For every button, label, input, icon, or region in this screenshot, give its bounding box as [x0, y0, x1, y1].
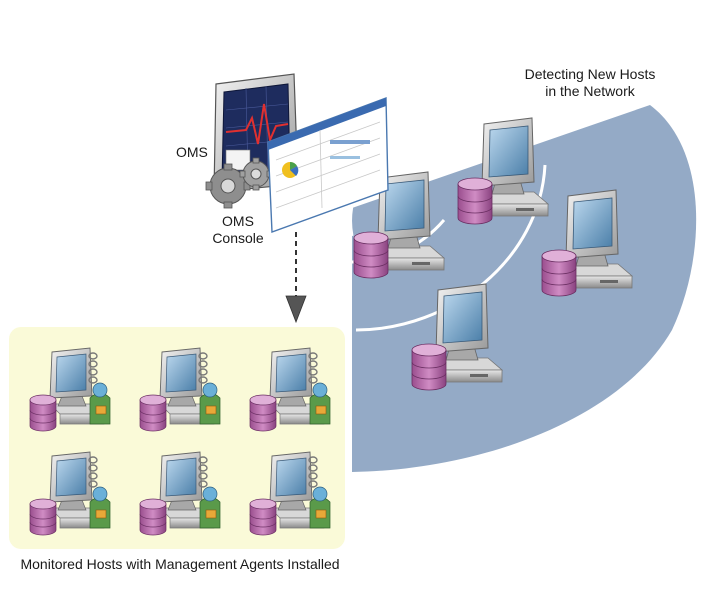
- oms-console-window: [267, 96, 389, 233]
- oms-label: OMS: [176, 144, 208, 160]
- oms-console-label: OMS Console: [212, 213, 264, 246]
- detecting-new-hosts-label: Detecting New Hosts in the Network: [524, 66, 656, 99]
- gears-icon: [205, 157, 273, 209]
- monitored-hosts-label: Monitored Hosts with Management Agents I…: [20, 556, 340, 572]
- arrow-down-icon: [285, 232, 307, 324]
